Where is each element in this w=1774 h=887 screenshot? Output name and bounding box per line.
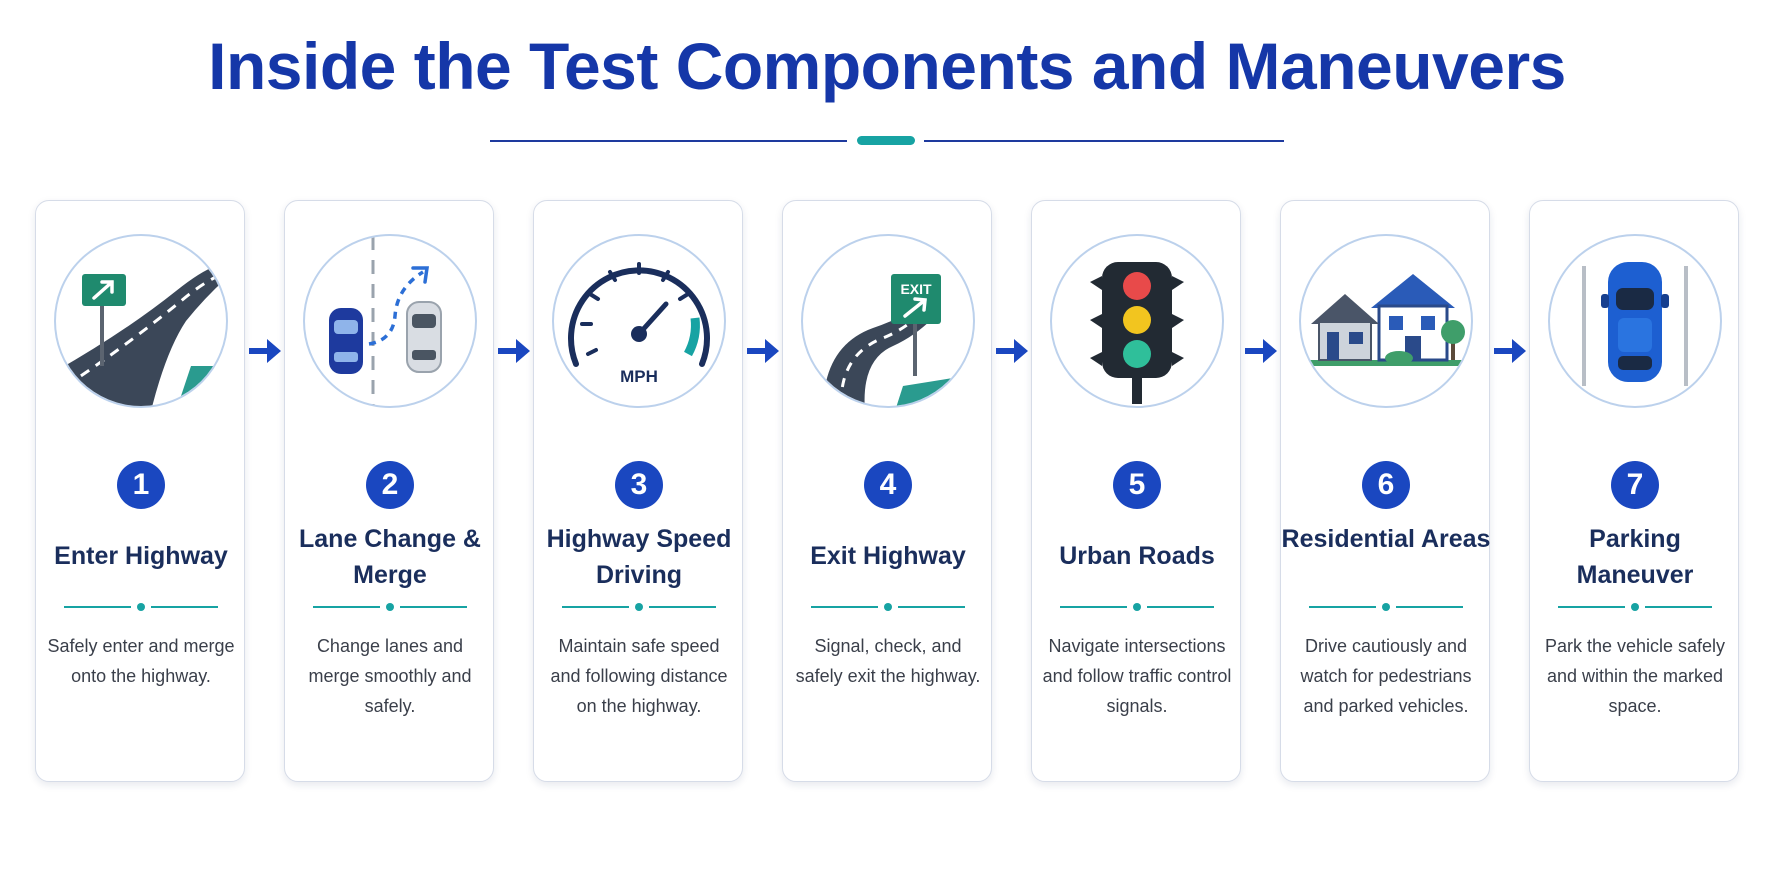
step-card-residential-areas: 6 Residential Areas Drive cautiously and…	[1280, 200, 1490, 782]
step-divider	[1060, 603, 1214, 611]
step-card-urban-roads: 5 Urban Roads Navigate intersections and…	[1031, 200, 1241, 782]
arrow-right-icon	[249, 339, 281, 363]
step-title: Highway Speed Driving	[546, 525, 732, 589]
step-number-badge: 2	[366, 461, 414, 509]
highway-entrance-icon	[54, 234, 228, 408]
step-title: Urban Roads	[1059, 542, 1215, 570]
step-number-badge: 1	[117, 461, 165, 509]
step-description: Maintain safe speed and following distan…	[550, 636, 728, 716]
step-title: Lane Change & Merge	[299, 525, 481, 589]
arrow-right-icon	[1245, 339, 1277, 363]
highway-exit-icon: EXIT	[801, 234, 975, 408]
step-number-badge: 4	[864, 461, 912, 509]
step-description: Park the vehicle safely and within the m…	[1544, 636, 1726, 716]
step-divider	[313, 603, 467, 611]
step-number-badge: 3	[615, 461, 663, 509]
step-card-parking-maneuver: 7 Parking Maneuver Park the vehicle safe…	[1529, 200, 1739, 782]
parking-car-icon	[1548, 234, 1722, 408]
step-title: Exit Highway	[810, 542, 966, 570]
arrow-right-icon	[996, 339, 1028, 363]
step-card-lane-change: 2 Lane Change & Merge Change lanes and m…	[284, 200, 494, 782]
arrow-right-icon	[498, 339, 530, 363]
traffic-light-icon	[1050, 234, 1224, 408]
step-divider	[64, 603, 218, 611]
speedometer-icon: MPH	[552, 234, 726, 408]
step-description: Drive cautiously and watch for pedestria…	[1300, 636, 1472, 716]
step-card-highway-speed: MPH 3 Highway Speed Driving Maintain saf…	[533, 200, 743, 782]
step-number-badge: 5	[1113, 461, 1161, 509]
page-title: Inside the Test Components and Maneuvers	[208, 29, 1566, 103]
step-number-badge: 7	[1611, 461, 1659, 509]
step-divider	[811, 603, 965, 611]
lane-change-icon	[303, 234, 477, 408]
step-divider	[1309, 603, 1463, 611]
step-description: Signal, check, and safely exit the highw…	[795, 636, 981, 686]
step-divider	[1558, 603, 1712, 611]
step-card-enter-highway: 1 Enter Highway Safely enter and merge o…	[35, 200, 245, 782]
step-description: Change lanes and merge smoothly and safe…	[308, 636, 472, 716]
step-number-badge: 6	[1362, 461, 1410, 509]
speedometer-label: MPH	[620, 367, 658, 386]
step-title: Parking Maneuver	[1576, 525, 1694, 589]
step-title: Enter Highway	[54, 542, 228, 570]
step-title: Residential Areas	[1281, 525, 1491, 553]
arrow-right-icon	[1494, 339, 1526, 363]
step-description: Navigate intersections and follow traffi…	[1042, 636, 1232, 716]
title-underline	[0, 134, 1774, 148]
step-description: Safely enter and merge onto the highway.	[47, 636, 235, 686]
arrow-right-icon	[747, 339, 779, 363]
title-underline-accent	[857, 136, 915, 145]
step-divider	[562, 603, 716, 611]
houses-icon	[1299, 234, 1473, 408]
step-card-exit-highway: EXIT 4 Exit Highway Signal, check, and s…	[782, 200, 992, 782]
exit-sign-text: EXIT	[900, 281, 932, 297]
